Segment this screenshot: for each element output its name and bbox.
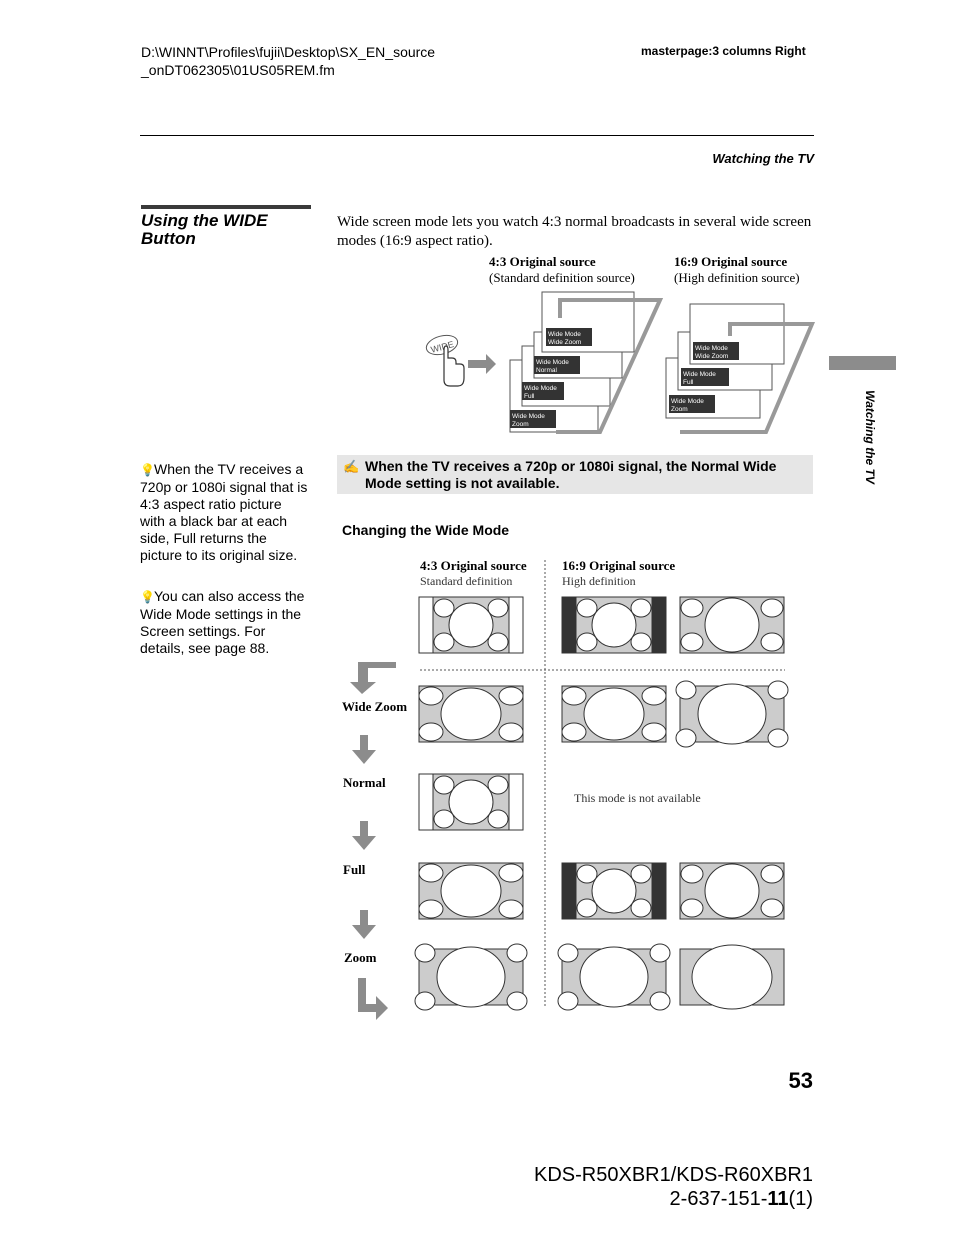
- thumb-43-original: [418, 596, 524, 654]
- right-arrow-icon: [468, 354, 496, 374]
- col43-header: 4:3 Original source Standard definition: [420, 558, 527, 589]
- part-number: 2-637-151-: [669, 1188, 768, 1210]
- model-number: KDS-R50XBR1/KDS-R60XBR1 2-637-151-11(1): [534, 1163, 813, 1211]
- pen-note-icon: ✍: [343, 459, 360, 474]
- mode-label-full: Full: [343, 862, 366, 877]
- file-path: D:\WINNT\Profiles\fujii\Desktop\SX_EN_so…: [141, 43, 435, 79]
- card43-4-l2: Zoom: [512, 421, 529, 428]
- stack-169: Wide Mode Wide Zoom Wide Mode Full Wide …: [665, 303, 816, 434]
- note-text: When the TV receives a 720p or 1080i sig…: [365, 458, 777, 491]
- card169-1-l1: Wide Mode: [695, 345, 728, 352]
- col169-header: 16:9 Original source High definition: [562, 558, 675, 589]
- tip-1-text: When the TV receives a 720p or 1080i sig…: [140, 461, 308, 563]
- lightbulb-icon: 💡: [140, 590, 155, 604]
- thumb-169-original: [679, 596, 785, 654]
- model-line1: KDS-R50XBR1/KDS-R60XBR1: [534, 1164, 813, 1186]
- thumb-43-zoom: [414, 943, 528, 1011]
- part-number-suffix: (1): [788, 1188, 813, 1210]
- col169-title: 16:9 Original source: [562, 558, 676, 573]
- thumb-43-full: [418, 862, 524, 920]
- thumb-169pillar-zoom: [557, 943, 671, 1011]
- changing-heading: Changing the Wide Mode: [342, 522, 510, 538]
- file-path-line2: _onDT062305\01US05REM.fm: [141, 62, 335, 78]
- top-src43-title: 4:3 Original source: [489, 254, 596, 269]
- mode-label-normal: Normal: [343, 775, 386, 790]
- card169-3-l2: Zoom: [671, 406, 688, 413]
- arrow-return-right-icon: [358, 978, 388, 1020]
- card169-1-l2: Wide Zoom: [695, 353, 728, 360]
- thumb-169-widezoom: [675, 680, 789, 748]
- masterpage-label: masterpage:3 columns Right: [641, 44, 806, 58]
- section-title: Watching the TV: [712, 151, 814, 166]
- page-title: Using the WIDE Button: [141, 211, 268, 248]
- mode-label-zoom: Zoom: [344, 950, 377, 965]
- thumb-43-normal: [418, 773, 524, 831]
- card169-2-l2: Full: [683, 379, 694, 386]
- card169-2-l1: Wide Mode: [683, 371, 716, 378]
- thumb-169pillar-widezoom: [561, 685, 667, 743]
- page-number: 53: [788, 1068, 813, 1093]
- arrow-down-icon-3: [352, 910, 376, 939]
- side-tab-label: Watching the TV: [863, 390, 877, 484]
- mode-label-wide-zoom: Wide Zoom: [342, 699, 408, 714]
- lightbulb-icon: 💡: [140, 463, 155, 477]
- card169-3-l1: Wide Mode: [671, 398, 704, 405]
- card43-1-l1: Wide Mode: [548, 331, 581, 338]
- col43-title: 4:3 Original source: [420, 558, 527, 573]
- thumb-169-pillar-original: [561, 596, 667, 654]
- card43-2-l1: Wide Mode: [536, 359, 569, 366]
- card43-3-l1: Wide Mode: [524, 385, 557, 392]
- card43-2-l2: Normal: [536, 367, 558, 374]
- top-src169: 16:9 Original source (High definition so…: [674, 254, 800, 286]
- side-tab-bar: [829, 356, 896, 370]
- thumb-43-widezoom: [418, 685, 524, 743]
- card43-3-l2: Full: [524, 393, 535, 400]
- arrow-corner-down-icon: [350, 662, 396, 694]
- note-box: ✍ When the TV receives a 720p or 1080i s…: [337, 455, 813, 494]
- arrow-down-icon: [352, 735, 376, 764]
- thumb-169-full: [679, 862, 785, 920]
- header-rule: [140, 135, 814, 136]
- card43-1-l2: Wide Zoom: [548, 339, 581, 346]
- thumb-169pillar-full: [561, 862, 667, 920]
- wide-mode-grid: [350, 560, 789, 1020]
- col43-sub: Standard definition: [420, 574, 513, 588]
- model-line2: 2-637-151-11(1): [534, 1187, 813, 1211]
- top-src169-title: 16:9 Original source: [674, 254, 788, 269]
- part-number-revision: 11: [767, 1188, 789, 1210]
- wide-button-diagram: WIDE Wide Mode Wide Zoom Wide Mode Norma…: [425, 291, 816, 434]
- wide-button-icon: WIDE: [425, 334, 459, 356]
- intro-text: Wide screen mode lets you watch 4:3 norm…: [337, 214, 812, 249]
- arrow-down-icon-2: [352, 821, 376, 850]
- thumb-169-zoom: [679, 944, 785, 1010]
- tip-2-text: You can also access the Wide Mode settin…: [140, 588, 305, 656]
- stack-43: Wide Mode Wide Zoom Wide Mode Normal Wid…: [509, 291, 664, 434]
- top-src43: 4:3 Original source (Standard definition…: [489, 254, 635, 286]
- tip-2: 💡You can also access the Wide Mode setti…: [140, 588, 310, 657]
- not-available-text: This mode is not available: [574, 791, 701, 805]
- card43-4-l1: Wide Mode: [512, 413, 545, 420]
- top-src169-sub: (High definition source): [674, 270, 800, 285]
- top-src43-sub: (Standard definition source): [489, 270, 635, 285]
- file-path-line1: D:\WINNT\Profiles\fujii\Desktop\SX_EN_so…: [141, 44, 436, 60]
- tip-1: 💡When the TV receives a 720p or 1080i si…: [140, 461, 310, 564]
- title-rule: [141, 205, 311, 209]
- hand-pointer-icon: [443, 345, 465, 387]
- col169-sub: High definition: [562, 574, 636, 588]
